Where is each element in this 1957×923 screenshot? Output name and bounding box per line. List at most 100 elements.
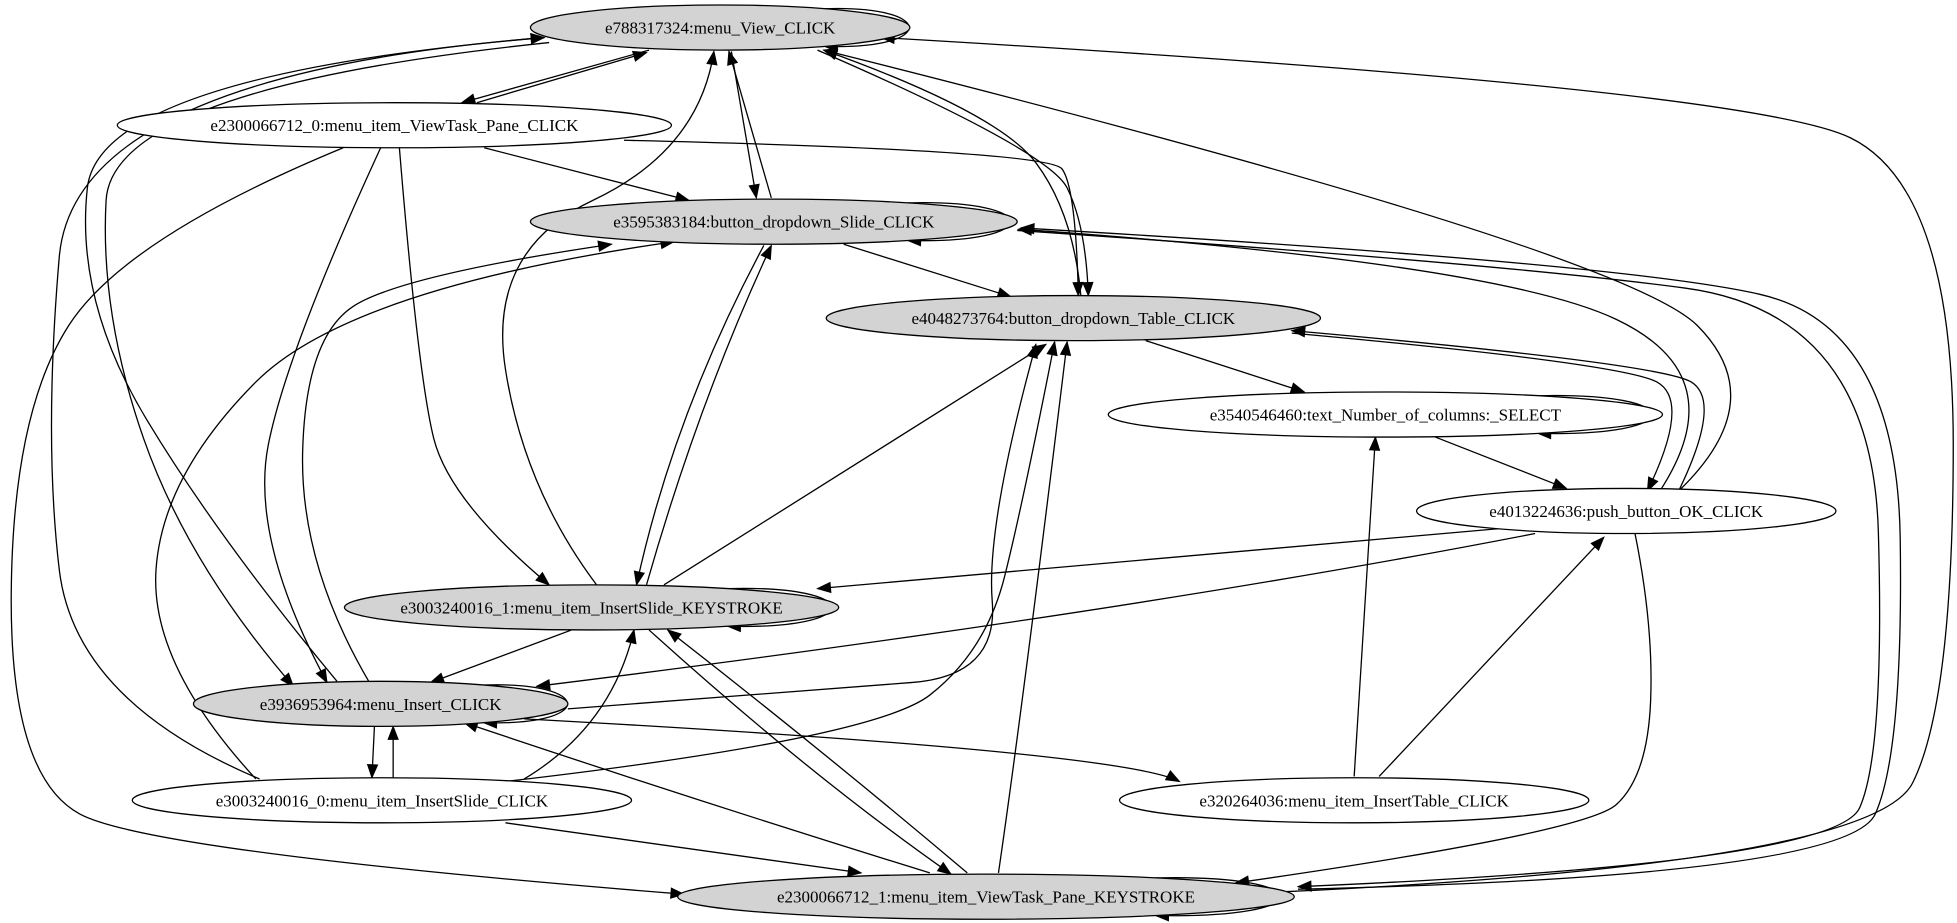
edge-line bbox=[823, 49, 1082, 296]
edge-line bbox=[624, 139, 1079, 296]
arrowhead-icon bbox=[1082, 281, 1094, 297]
node-ellipse[interactable] bbox=[529, 198, 1018, 245]
edge-line bbox=[667, 629, 968, 874]
node-n3[interactable]: e3595383184:button_dropdown_Slide_CLICK bbox=[529, 198, 1018, 245]
arrowhead-icon bbox=[1551, 478, 1568, 489]
edges-layer bbox=[10, 7, 1954, 922]
arrowhead-icon bbox=[1046, 340, 1058, 357]
node-ellipse[interactable] bbox=[1118, 777, 1590, 824]
edge-n2-to-n1 bbox=[476, 50, 648, 104]
arrowhead-icon bbox=[280, 672, 295, 688]
edge-n1-to-n2 bbox=[460, 49, 650, 105]
edge-n4-to-n5 bbox=[1145, 340, 1306, 394]
node-ellipse[interactable] bbox=[677, 873, 1295, 920]
arrowhead-icon bbox=[1026, 343, 1038, 359]
edge-n10-to-n5 bbox=[1353, 435, 1381, 777]
node-n8[interactable]: e3936953964:menu_Insert_CLICK bbox=[192, 680, 569, 728]
edge-line bbox=[843, 243, 1012, 298]
edge-n8-to-n9 bbox=[366, 726, 379, 780]
node-n5[interactable]: e3540546460:text_Number_of_columns:_SELE… bbox=[1107, 391, 1664, 438]
node-n9[interactable]: e3003240016_0:menu_item_InsertSlide_CLIC… bbox=[131, 777, 633, 824]
edge-line bbox=[1435, 436, 1567, 490]
node-label: e2300066712_1:menu_item_ViewTask_Pane_KE… bbox=[777, 888, 1195, 907]
edge-line bbox=[484, 147, 690, 202]
arrowhead-icon bbox=[847, 865, 863, 877]
arrowhead-icon bbox=[936, 861, 953, 875]
arrowhead-icon bbox=[460, 93, 477, 105]
edge-n6-to-n4 bbox=[1290, 326, 1705, 492]
edge-n7-to-n3 bbox=[645, 244, 772, 586]
edge-line bbox=[301, 243, 612, 683]
edge-n8-to-n10 bbox=[524, 718, 1181, 783]
edge-n6-to-n1 bbox=[822, 47, 1732, 492]
edge-n8-to-n4 bbox=[567, 343, 1038, 710]
edge-line bbox=[1291, 332, 1673, 492]
edge-n6-to-n8 bbox=[535, 532, 1536, 691]
node-ellipse[interactable] bbox=[1415, 487, 1837, 535]
node-n11[interactable]: e2300066712_1:menu_item_ViewTask_Pane_KE… bbox=[677, 873, 1295, 920]
node-label: e3936953964:menu_Insert_CLICK bbox=[260, 695, 502, 714]
node-ellipse[interactable] bbox=[116, 102, 673, 149]
arrowhead-icon bbox=[315, 667, 328, 684]
edge-n9-to-n4 bbox=[505, 340, 1058, 783]
node-n10[interactable]: e320264036:menu_item_InsertTable_CLICK bbox=[1118, 777, 1590, 824]
edge-n6-to-n7 bbox=[816, 525, 1529, 594]
node-ellipse[interactable] bbox=[343, 584, 840, 631]
edge-line bbox=[1378, 536, 1605, 777]
edge-line bbox=[398, 147, 550, 586]
node-ellipse[interactable] bbox=[825, 294, 1322, 342]
edge-line bbox=[997, 341, 1068, 873]
node-label: e3595383184:button_dropdown_Slide_CLICK bbox=[613, 213, 935, 232]
edge-line bbox=[1353, 437, 1377, 777]
arrowhead-icon bbox=[1590, 536, 1605, 552]
node-ellipse[interactable] bbox=[192, 680, 569, 728]
node-n1[interactable]: e788317324:menu_View_CLICK bbox=[529, 4, 911, 51]
node-label: e4048273764:button_dropdown_Table_CLICK bbox=[912, 309, 1236, 328]
node-n6[interactable]: e4013224636:push_button_OK_CLICK bbox=[1415, 487, 1837, 535]
edge-line bbox=[648, 629, 952, 875]
node-ellipse[interactable] bbox=[131, 777, 633, 824]
edge-line bbox=[536, 532, 1536, 687]
arrowhead-icon bbox=[1290, 326, 1306, 338]
edge-n10-to-n6 bbox=[1378, 536, 1605, 777]
edge-n2-to-n8 bbox=[264, 147, 382, 684]
edge-line bbox=[524, 718, 1180, 783]
arrowhead-icon bbox=[1646, 476, 1659, 493]
edge-line bbox=[728, 51, 772, 199]
edge-n11-to-n3 bbox=[1019, 222, 1902, 890]
node-n7[interactable]: e3003240016_1:menu_item_InsertSlide_KEYS… bbox=[343, 584, 840, 631]
arrowhead-icon bbox=[625, 628, 637, 645]
edge-n4-to-n1 bbox=[822, 49, 1082, 296]
arrowhead-icon bbox=[366, 763, 379, 780]
edge-line bbox=[881, 36, 1954, 893]
edge-line bbox=[50, 36, 545, 780]
edge-n7-to-n8 bbox=[429, 629, 572, 684]
edge-line bbox=[104, 41, 550, 687]
arrowhead-icon bbox=[760, 244, 772, 261]
edge-n6-to-n11 bbox=[1234, 533, 1652, 887]
edge-n3-to-n7 bbox=[633, 245, 765, 587]
arrowhead-icon bbox=[387, 724, 399, 740]
edge-n2-to-n4 bbox=[624, 139, 1084, 297]
edge-n2-to-n3 bbox=[484, 147, 691, 203]
arrowhead-icon bbox=[727, 50, 739, 66]
arrowhead-icon bbox=[633, 570, 645, 587]
node-n4[interactable]: e4048273764:button_dropdown_Table_CLICK bbox=[825, 294, 1322, 342]
arrowhead-icon bbox=[1059, 340, 1072, 356]
edge-line bbox=[84, 36, 545, 682]
arrowhead-icon bbox=[1368, 435, 1381, 451]
arrowhead-icon bbox=[1019, 222, 1035, 235]
node-n2[interactable]: e2300066712_0:menu_item_ViewTask_Pane_CL… bbox=[116, 102, 673, 149]
arrowhead-icon bbox=[822, 47, 839, 59]
edge-line bbox=[817, 49, 1089, 296]
edge-line bbox=[264, 147, 382, 683]
node-ellipse[interactable] bbox=[529, 4, 911, 51]
edge-n1-to-n4 bbox=[817, 49, 1094, 297]
edge-n3-to-n4 bbox=[843, 243, 1013, 299]
edge-line bbox=[663, 343, 1047, 586]
edge-n11-to-n4 bbox=[997, 340, 1072, 873]
edge-n4-to-n6 bbox=[1291, 332, 1673, 493]
node-ellipse[interactable] bbox=[1107, 391, 1664, 438]
edge-line bbox=[155, 241, 675, 780]
node-label: e3003240016_0:menu_item_InsertSlide_CLIC… bbox=[216, 791, 549, 810]
